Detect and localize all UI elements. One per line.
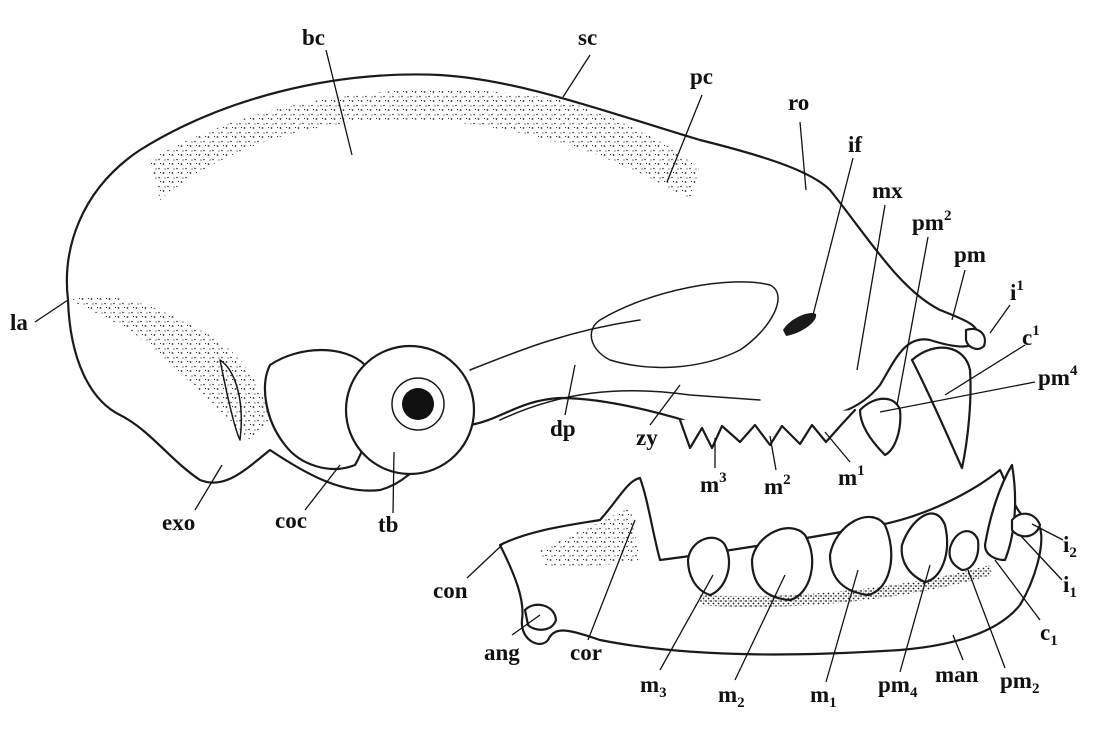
label-i1-lower: i1 — [1063, 572, 1077, 601]
leader-sc — [563, 55, 590, 97]
label-pm2-upper: pm2 — [912, 208, 951, 235]
label-ang: ang — [484, 640, 520, 665]
label-m1-upper: m1 — [838, 463, 865, 490]
upper-canine-tooth — [912, 348, 971, 468]
angular-process — [525, 605, 556, 630]
leader-i1-upper — [990, 305, 1010, 333]
label-man: man — [935, 662, 979, 687]
label-coc: coc — [275, 508, 307, 533]
label-i2-lower: i2 — [1063, 532, 1077, 561]
lower-molar-m2 — [752, 528, 812, 600]
upper-pm4-tooth — [860, 399, 900, 455]
label-m2-upper: m2 — [764, 472, 791, 499]
label-sc: sc — [578, 25, 597, 50]
label-dp: dp — [550, 416, 576, 441]
label-pc: pc — [690, 64, 713, 89]
label-m1-lower: m1 — [810, 682, 837, 711]
label-con: con — [433, 578, 468, 603]
label-c1-upper: c1 — [1022, 323, 1040, 350]
auditory-meatus-core — [402, 388, 434, 420]
label-pm4-lower: pm4 — [878, 672, 918, 701]
label-cor: cor — [570, 640, 602, 665]
label-m3-lower: m3 — [640, 672, 667, 701]
label-i1-upper: i1 — [1010, 278, 1024, 305]
leader-la — [35, 300, 68, 322]
label-tb: tb — [378, 512, 398, 537]
label-pm4-upper: pm4 — [1038, 363, 1078, 390]
label-pm: pm — [954, 242, 986, 267]
label-if: if — [848, 132, 862, 157]
label-pm2-lower: pm2 — [1000, 668, 1039, 697]
lower-molar-m1 — [830, 517, 891, 595]
leader-pm — [952, 270, 965, 320]
upper-incisor-tooth — [966, 329, 985, 349]
label-la: la — [10, 310, 28, 335]
leader-con — [467, 545, 502, 578]
label-m2-lower: m2 — [718, 682, 745, 711]
label-c1-lower: c1 — [1040, 620, 1058, 649]
label-ro: ro — [788, 90, 809, 115]
lower-incisors — [1012, 514, 1040, 537]
label-m3-upper: m3 — [700, 470, 727, 497]
label-exo: exo — [162, 510, 195, 535]
label-mx: mx — [872, 178, 903, 203]
label-bc: bc — [302, 25, 325, 50]
label-zy: zy — [636, 425, 658, 450]
leader-m1-upper — [825, 432, 850, 462]
